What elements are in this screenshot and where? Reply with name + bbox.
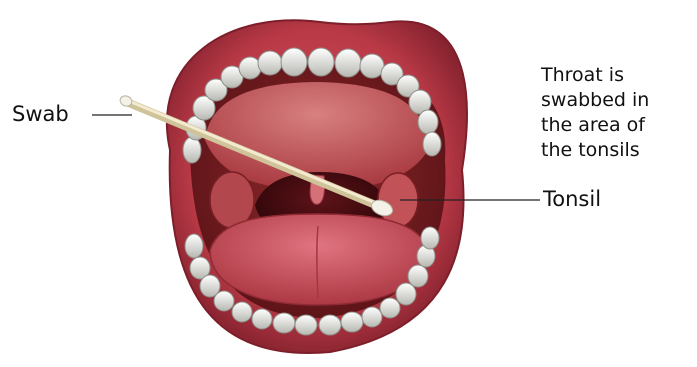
- note-line: the tonsils: [541, 138, 691, 163]
- note-line: Throat is: [541, 63, 691, 88]
- swab-label: Swab: [12, 102, 69, 127]
- note-line: the area of: [541, 113, 691, 138]
- note-line: swabbed in: [541, 88, 691, 113]
- explanation-note: Throat is swabbed in the area of the ton…: [541, 63, 691, 163]
- tonsil-label: Tonsil: [543, 187, 601, 212]
- tongue: [210, 214, 428, 305]
